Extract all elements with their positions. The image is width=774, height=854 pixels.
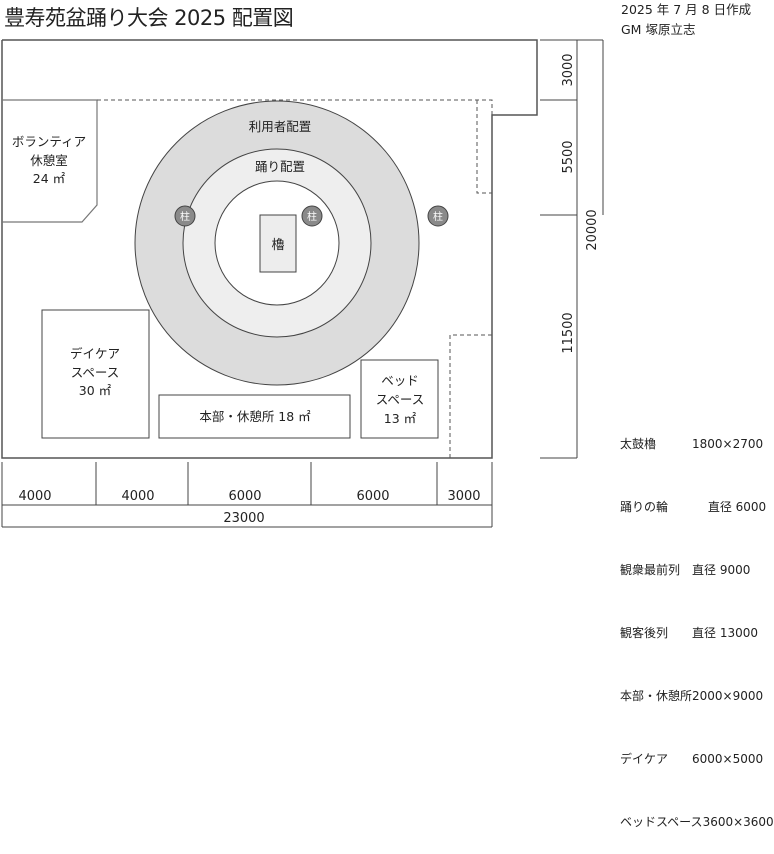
dim-right-2: 5500 xyxy=(561,140,576,173)
dim-bottom-5: 3000 xyxy=(447,489,480,504)
volunteer-room-area: 24 ㎡ xyxy=(33,171,66,186)
document-meta: 2025 年 7 月 8 日作成 GM 塚原立志 xyxy=(621,0,751,40)
dim-bottom-3: 6000 xyxy=(228,489,261,504)
dance-ring-label: 踊り配置 xyxy=(255,159,305,174)
pillar-left: 柱 xyxy=(174,205,196,227)
daycare-label-2: スペース xyxy=(71,365,120,380)
dashed-boundary-top xyxy=(97,99,493,115)
dashed-boundary-corner xyxy=(476,100,492,194)
legend-row: 踊りの輪 直径 6000 xyxy=(620,500,767,514)
dim-right-total: 20000 xyxy=(585,209,600,250)
daycare-label: デイケア xyxy=(70,346,120,361)
created-date: 2025 年 7 月 8 日作成 xyxy=(621,2,752,17)
bed-space xyxy=(360,359,439,439)
svg-text:柱: 柱 xyxy=(433,210,443,223)
author: GM 塚原立志 xyxy=(621,22,696,37)
floor-plan: ボランティア 休憩室 24 ㎡ 利用者配置 踊り配置 櫓 柱 柱 柱 デイケア … xyxy=(1,39,604,528)
dim-bottom-total: 23000 xyxy=(223,511,264,526)
pillar-right: 柱 xyxy=(427,205,449,227)
volunteer-room-label-2: 休憩室 xyxy=(30,153,68,168)
right-dimension xyxy=(540,39,604,459)
drum-tower xyxy=(259,214,297,273)
dashed-boundary-bottom xyxy=(449,334,492,458)
dim-bottom-2: 4000 xyxy=(121,489,154,504)
volunteer-room-label: ボランティア xyxy=(12,134,86,149)
dim-bottom-4: 6000 xyxy=(356,489,389,504)
svg-text:柱: 柱 xyxy=(307,210,317,223)
daycare-area: 30 ㎡ xyxy=(79,383,112,398)
headquarters xyxy=(158,394,351,439)
legend-row: 観客後列直径 13000 xyxy=(620,626,758,640)
legend-row: 観衆最前列直径 9000 xyxy=(620,563,751,577)
page-title: 豊寿苑盆踊り大会 2025 配置図 xyxy=(4,6,294,30)
dim-right-1: 3000 xyxy=(561,53,576,86)
dim-right-3: 11500 xyxy=(561,312,576,353)
pillar-center: 柱 xyxy=(301,205,323,227)
drum-tower-label: 櫓 xyxy=(271,238,284,253)
volunteer-room xyxy=(2,99,98,223)
headquarters-label: 本部・休憩所 18 ㎡ xyxy=(199,409,311,424)
bed-space-area: 13 ㎡ xyxy=(384,411,417,426)
spectator-ring-label: 利用者配置 xyxy=(249,119,312,134)
svg-text:柱: 柱 xyxy=(180,210,190,223)
bed-space-label: ベッド xyxy=(381,373,419,388)
dim-bottom-1: 4000 xyxy=(18,489,51,504)
bed-space-label-2: スペース xyxy=(376,392,425,407)
bottom-dimension xyxy=(1,462,493,528)
daycare-space xyxy=(41,309,150,439)
